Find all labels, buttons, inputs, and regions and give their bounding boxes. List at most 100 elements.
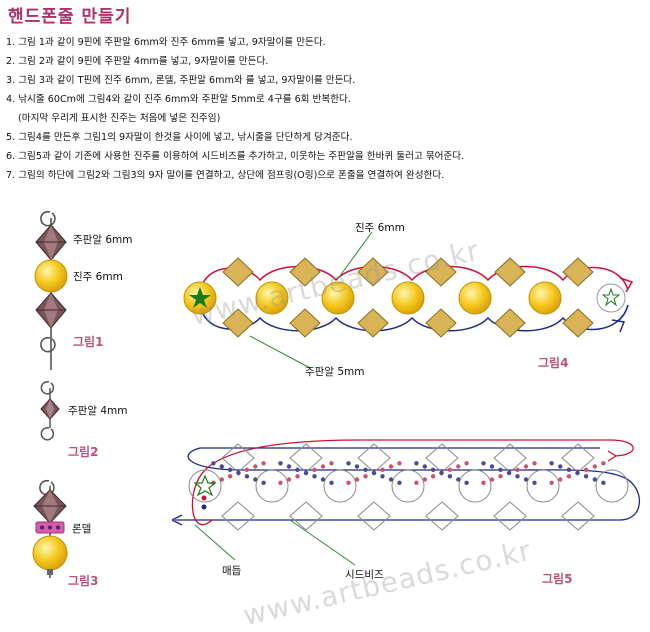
- seed-bead: [227, 474, 233, 479]
- seed-bead: [592, 464, 597, 469]
- seed-bead: [414, 480, 419, 485]
- pearl-6mm: [32, 535, 68, 571]
- seed-bead: [219, 464, 224, 469]
- seed-bead: [320, 477, 326, 482]
- seed-bead: [575, 470, 580, 476]
- seed-bead: [219, 477, 224, 482]
- seed-bead: [464, 480, 469, 485]
- label-fig2-bicone: 주판알 4mm: [68, 405, 128, 417]
- seed-bead: [303, 470, 309, 476]
- leader-pearl: [336, 231, 373, 281]
- label-fig1-bicone: 주판알 6mm: [73, 234, 133, 246]
- seed-bead: [430, 467, 436, 472]
- t-pin-head: [47, 569, 53, 575]
- seed-bead: [532, 480, 537, 485]
- label-fig1-pearl: 진주 6mm: [73, 271, 123, 283]
- seed-bead: [558, 477, 563, 482]
- seed-bead: [506, 470, 512, 476]
- seed-bead: [558, 464, 563, 469]
- knot-dot: [201, 495, 207, 501]
- seed-bead: [346, 480, 351, 485]
- seed-bead: [388, 477, 394, 482]
- seed-bead: [286, 464, 292, 469]
- seed-bead: [566, 467, 572, 472]
- instruction-list: 1. 그림 1과 같이 9핀에 주판알 6mm와 진주 6mm를 넣고, 9자말…: [6, 33, 646, 185]
- seed-bead: [523, 464, 529, 469]
- leader-seed: [289, 519, 356, 566]
- seed-bead: [489, 477, 495, 482]
- seed-bead: [456, 464, 461, 469]
- seed-bead: [329, 480, 334, 485]
- seed-bead: [312, 467, 317, 472]
- outline-pearls: [188, 469, 629, 503]
- label-fig4-bicone: 주판알 5mm: [305, 366, 365, 378]
- seed-bead: [363, 467, 368, 472]
- step-4: 4. 낚시줄 60Cm에 그림4와 같이 진주 6mm와 주판알 5mm로 4구…: [6, 94, 351, 105]
- label-fig4-pearl: 진주 6mm: [355, 222, 405, 234]
- arrow-icon: [607, 450, 618, 462]
- seed-bead: [380, 474, 385, 479]
- seed-bead: [295, 474, 300, 479]
- seed-bead: [354, 477, 360, 482]
- end-star-icon: [601, 287, 621, 307]
- seed-bead: [388, 464, 394, 469]
- bottom-loop-icon: [40, 427, 55, 441]
- seed-bead: [498, 467, 503, 472]
- seed-bead: [244, 474, 250, 479]
- seed-bead: [601, 480, 606, 485]
- step-5: 5. 그림4를 만든후 그림1의 9자말이 한것을 사이에 넣고, 낚시줄을 단…: [6, 132, 353, 143]
- seed-bead: [601, 461, 606, 466]
- top-loop-icon: [40, 381, 55, 395]
- arrow-icon: [171, 514, 183, 526]
- start-star-icon: [189, 287, 211, 308]
- seed-bead: [380, 467, 385, 472]
- pearl-row: [183, 281, 626, 315]
- page-title: 핸드폰줄 만들기: [8, 7, 132, 27]
- seed-bead: [549, 480, 554, 485]
- step-7: 7. 그림의 하단에 그림2와 그림3의 9자 말이를 연결하고, 상단에 점프…: [6, 170, 445, 181]
- thread-red: [199, 265, 629, 298]
- figure-1-drawing: [34, 210, 68, 370]
- thread-red: [191, 439, 634, 526]
- seed-bead: [397, 461, 402, 466]
- seed-bead: [320, 464, 326, 469]
- seed-bead: [515, 474, 520, 479]
- step-3: 3. 그림 3과 같이 T핀에 진주 6mm, 론델, 주판알 6mm와 를 넣…: [6, 75, 356, 86]
- seed-bead: [481, 480, 486, 485]
- figure-5-drawing: [171, 439, 641, 566]
- seed-bead: [244, 467, 250, 472]
- seed-bead: [312, 474, 317, 479]
- bicone-5mm-row: [222, 257, 594, 338]
- seed-bead-chains: [211, 461, 606, 485]
- figure-3-drawing: [32, 479, 68, 578]
- figure-2-drawing: [40, 381, 60, 441]
- seed-bead: [422, 464, 427, 469]
- outline-bicones: [221, 443, 595, 531]
- seed-bead: [523, 477, 529, 482]
- pearl-6mm: [34, 259, 68, 293]
- seed-bead: [430, 474, 436, 479]
- seed-bead: [447, 474, 453, 479]
- seed-bead: [464, 461, 469, 466]
- leader-bicone: [249, 335, 311, 369]
- seed-bead: [439, 470, 444, 476]
- step-6: 6. 그림5과 같이 기존에 사용한 진주를 이용하여 시드비즈를 추가하고, …: [6, 151, 465, 162]
- figure-label-1: 그림1: [73, 335, 104, 349]
- seed-bead: [346, 461, 351, 466]
- figure-label-4: 그림4: [538, 356, 569, 370]
- label-fig5-knot: 매듭: [222, 565, 242, 577]
- start-star-icon: [193, 474, 217, 497]
- seed-bead: [481, 461, 486, 466]
- figure-label-5: 그림5: [542, 572, 573, 586]
- seed-bead: [295, 467, 300, 472]
- figure-label-3: 그림3: [68, 574, 99, 588]
- seed-bead: [515, 467, 520, 472]
- seed-bead: [498, 474, 503, 479]
- seed-bead: [583, 474, 589, 479]
- seed-bead: [397, 480, 402, 485]
- seed-bead: [489, 464, 495, 469]
- seed-bead: [278, 461, 283, 466]
- seed-bead: [253, 464, 258, 469]
- seed-bead: [414, 461, 419, 466]
- seed-bead: [592, 477, 597, 482]
